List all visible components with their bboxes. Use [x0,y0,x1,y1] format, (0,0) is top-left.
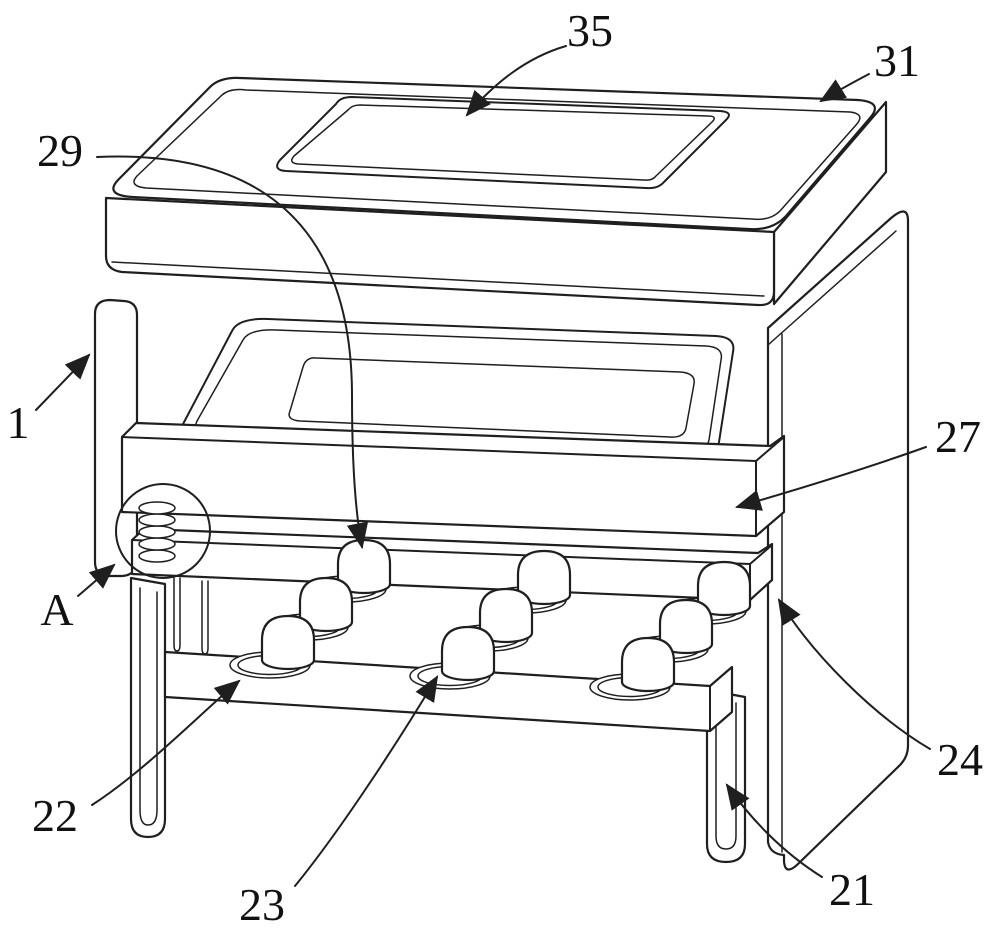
label-a: A [40,584,73,635]
lid-front-face [104,196,776,307]
clamp-frame-cap-edge [755,436,785,462]
leader-1 [35,353,91,411]
clamp-frame [120,421,786,538]
dome-bump [409,625,496,690]
spring-coil [138,549,176,563]
spring-coil [138,513,176,527]
guide-rod [201,580,209,655]
right-wall-face [766,210,910,871]
lid-recess-outer [276,96,730,190]
label-24: 24 [937,734,983,785]
label-29: 29 [37,125,83,176]
leader-21 [725,783,823,878]
lower-flange [130,527,774,602]
dome [620,636,676,693]
label-1: 1 [7,397,30,448]
leg-inner-line [715,699,737,850]
leader-29 [96,155,369,550]
leader-31 [819,73,870,103]
dome-bump [229,614,316,679]
leg-front-right [705,688,747,864]
leg-inner-line [139,587,158,826]
base-plate [163,650,734,733]
label-23: 23 [239,879,285,930]
spring-coil [138,501,176,515]
leg-front-left [129,576,167,839]
tray-floor [288,357,695,438]
label-35: 35 [567,5,613,56]
spring [138,501,176,563]
detail-circle-a [115,483,211,579]
lower-flange-body [130,527,774,602]
label-22: 22 [32,790,78,841]
leg-outline [129,576,167,839]
leader-22 [91,679,241,806]
leader-27 [734,446,927,511]
dome [440,625,496,682]
lid-recess-inner [291,104,715,181]
label-31: 31 [874,35,920,86]
leader-35 [465,45,567,117]
right-wall-rim-line [767,230,897,346]
dome-bump [589,636,676,701]
lid-top-bevel [133,88,861,221]
lid-front-edge-line [111,261,765,297]
label-27: 27 [935,411,981,462]
clamp-frame-body [120,421,786,538]
guide-rod [173,577,181,652]
leader-a [77,563,116,597]
leader-23 [294,675,439,887]
right-wall [766,210,910,871]
lower-flange-cap-edge [749,544,773,565]
lid [104,76,888,307]
leader-24 [777,598,931,750]
spring-coil [138,525,176,539]
spring-coil [138,537,176,551]
label-21: 21 [829,864,875,915]
dome [260,614,316,671]
